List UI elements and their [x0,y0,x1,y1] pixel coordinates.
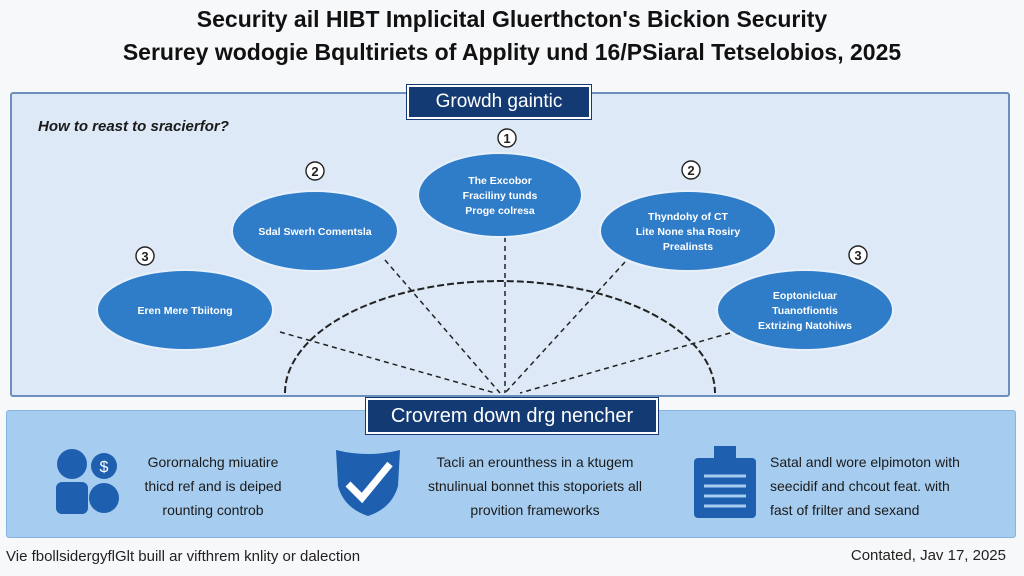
node-label: Eren Mere Tbiitong [137,305,232,317]
top-panel-tag: Growdh gaintic [407,85,591,119]
node-ellipse [417,152,583,238]
node-label: Thyndohy of CT [648,211,728,223]
connectors [279,237,731,394]
feature-text-1: Gorornalchg miuatire thicd ref and is de… [128,450,298,522]
feature-line: Tacli an erounthess in a ktugem [436,454,634,470]
node-ellipse [716,269,894,351]
diagram-node: Sdal Swerh Comentsla 2 [231,161,399,272]
step-number: 2 [687,163,694,178]
feature-text-3: Satal andl wore elpimoton with seecidif … [770,450,1000,522]
title-line-2: Serurey wodogie Bqultiriets of Applity u… [122,39,902,65]
step-number-badge [305,161,325,181]
arc [284,280,716,394]
node-label: The Excobor [468,175,532,187]
footer-note: Vie fbollsidergyflGlt buill ar vifthrem … [6,548,361,565]
svg-text:$: $ [100,459,109,476]
node-label: Eoptonicluar [773,290,837,302]
title-line-1: Security ail HIBT Implicital Gluerthcton… [196,6,828,32]
node-label: Proge colresa [465,205,535,217]
feature-line: thicd ref and is deiped [144,478,282,494]
feature-line: Satal andl wore elpimoton with [770,454,960,470]
node-label: Prealinsts [663,241,713,253]
node-label: Sdal Swerh Comentsla [258,226,371,238]
node-ellipse [96,269,274,351]
feature-line: seecidif and chcout feat. with [770,478,950,494]
step-number-badge [497,128,517,148]
node-label: Extrizing Natohiws [758,320,852,332]
node-label: Lite None sha Rosiry [636,226,741,238]
footer-date: Contated, Jav 17, 2025 [850,547,1006,564]
step-number: 3 [141,249,148,264]
step-number: 3 [854,248,861,263]
document-list-icon [694,446,756,518]
diagram-node: Thyndohy of CT Lite None sha RosiryPreali… [599,160,777,272]
node-label: Fraciliny tunds [463,190,538,202]
node-ellipse [599,190,777,272]
diagram-node: Eren Mere Tbiitong 3 [96,246,274,351]
step-number: 2 [311,164,318,179]
step-number: 1 [503,131,510,146]
step-number-badge [681,160,701,180]
feature-line: rounting controb [162,502,264,518]
step-number-badge [848,245,868,265]
bottom-panel-tag: Crovrem down drg nencher [366,398,658,434]
feature-line: Gorornalchg miuatire [147,454,279,470]
feature-line: fast of frilter and sexand [770,502,920,518]
shield-check-icon [336,450,400,516]
node-ellipse [231,190,399,272]
feature-line: provition frameworks [470,502,600,518]
feature-text-2: Tacli an erounthess in a ktugem stnulinu… [405,450,665,522]
panel-question: How to reast to sracierfor? [38,118,229,135]
feature-line: stnulinual bonnet this stoporiets all [427,478,643,494]
step-number-badge [135,246,155,266]
node-label: Tuanotfiontis [772,305,838,317]
users-icon: $ [56,449,119,514]
